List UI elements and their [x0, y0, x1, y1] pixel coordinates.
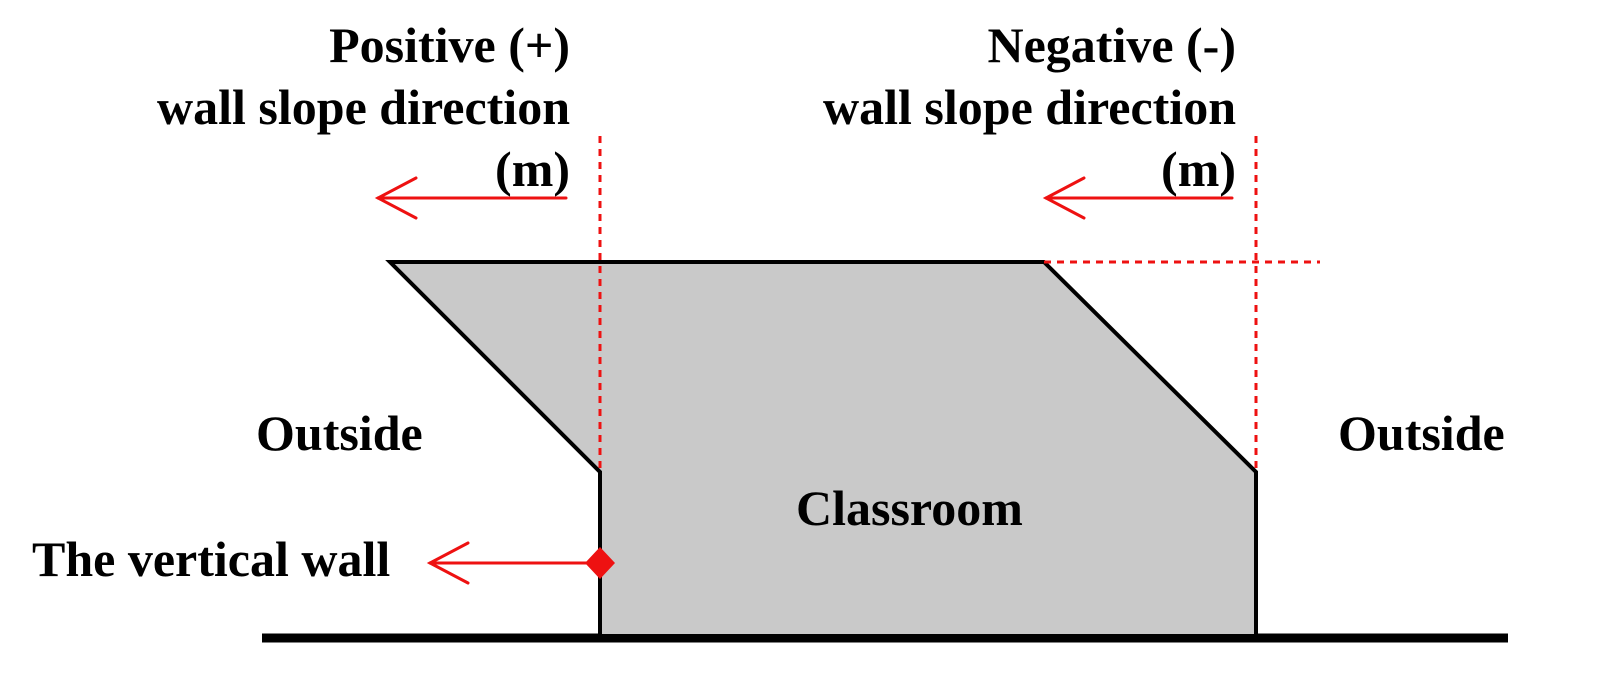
positive-slope-label-line1: Positive (+)	[329, 17, 570, 73]
classroom-label: Classroom	[796, 480, 1023, 536]
negative-slope-label-line1: Negative (-)	[987, 17, 1237, 73]
classroom-shape	[385, 260, 1258, 638]
positive-slope-label-line2: wall slope direction	[157, 79, 570, 135]
positive-direction-arrow	[374, 176, 568, 220]
outside-right-label: Outside	[1338, 405, 1505, 461]
negative-slope-label-line2: wall slope direction	[823, 79, 1236, 135]
vertical-wall-marker	[585, 547, 615, 579]
vertical-wall-label: The vertical wall	[32, 531, 391, 587]
positive-slope-label-line3: (m)	[495, 141, 570, 197]
negative-slope-label: Negative (-) wall slope direction (m)	[766, 14, 1236, 200]
positive-slope-label: Positive (+) wall slope direction (m)	[100, 14, 570, 200]
negative-direction-arrow	[1042, 176, 1234, 220]
negative-slope-label-line3: (m)	[1161, 141, 1236, 197]
vertical-wall-arrow	[426, 541, 600, 585]
outside-left-label: Outside	[256, 405, 423, 461]
